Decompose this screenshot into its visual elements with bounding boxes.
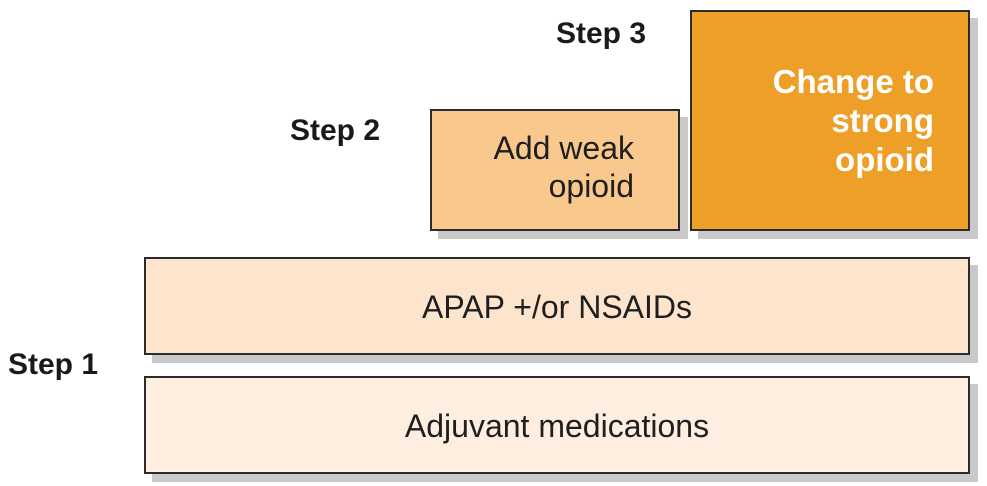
step-2-text-line: opioid xyxy=(548,168,634,204)
adjuvant-medications-text: Adjuvant medications xyxy=(404,408,710,444)
step-2-label: Step 2 xyxy=(290,114,381,147)
step-2-text-line: Add weak xyxy=(493,130,634,166)
step-3-box: Change to strong opioid xyxy=(690,10,970,231)
step-3-text: Change to strong opioid xyxy=(773,62,934,179)
step-3-text-line: opioid xyxy=(835,141,934,178)
step-2-box: Add weak opioid xyxy=(430,109,680,231)
step-1-label: Step 1 xyxy=(8,348,99,381)
adjuvant-medications-box: Adjuvant medications xyxy=(144,376,970,474)
step-3-text-line: Change to xyxy=(772,63,934,100)
step-2-text: Add weak opioid xyxy=(493,129,634,205)
step-3-label: Step 3 xyxy=(556,17,647,50)
apap-nsaids-box: APAP +/or NSAIDs xyxy=(144,257,970,355)
apap-nsaids-text: APAP +/or NSAIDs xyxy=(421,289,693,325)
step-3-text-line: strong xyxy=(831,102,934,139)
